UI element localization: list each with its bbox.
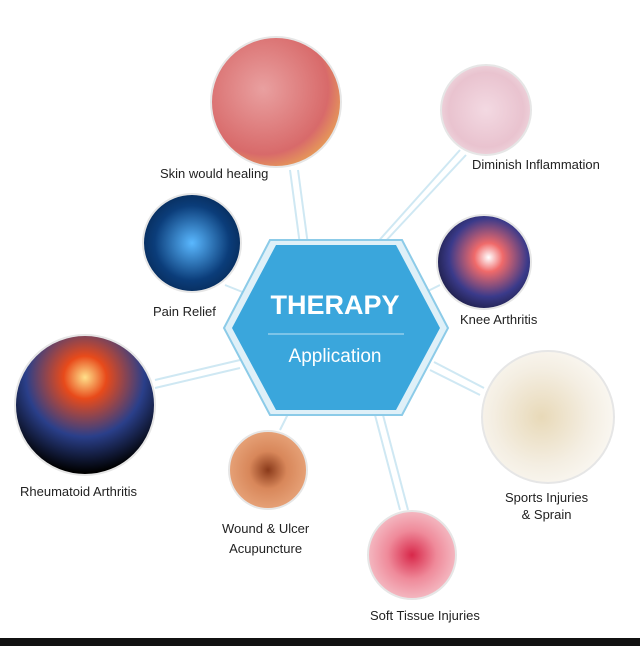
center-title: THERAPY [270,290,400,320]
bottom-bar [0,638,640,646]
inflammation-image [440,64,532,156]
sports-injuries-image [481,350,615,484]
wound-ulcer-image [228,430,308,510]
center-subtitle: Application [288,346,382,367]
label-soft-tissue-injuries: Soft Tissue Injuries [370,608,480,623]
label-sports-injuries: Sports Injuries & Sprain [505,490,589,522]
knee-arthritis-image [436,214,532,310]
label-rheumatoid-arthritis: Rheumatoid Arthritis [20,484,138,499]
label-pain-relief: Pain Relief [153,304,216,319]
soft-tissue-image [367,510,457,600]
pain-relief-image [142,193,242,293]
label-knee-arthritis: Knee Arthritis [460,312,538,327]
label-wound-ulcer: Wound & Ulcer Acupuncture [222,521,310,556]
skin-healing-image [210,36,342,168]
rheumatoid-arthritis-image [14,334,156,476]
label-diminish-inflammation: Diminish Inflammation [472,157,600,172]
label-skin-healing: Skin would healing [160,166,269,181]
